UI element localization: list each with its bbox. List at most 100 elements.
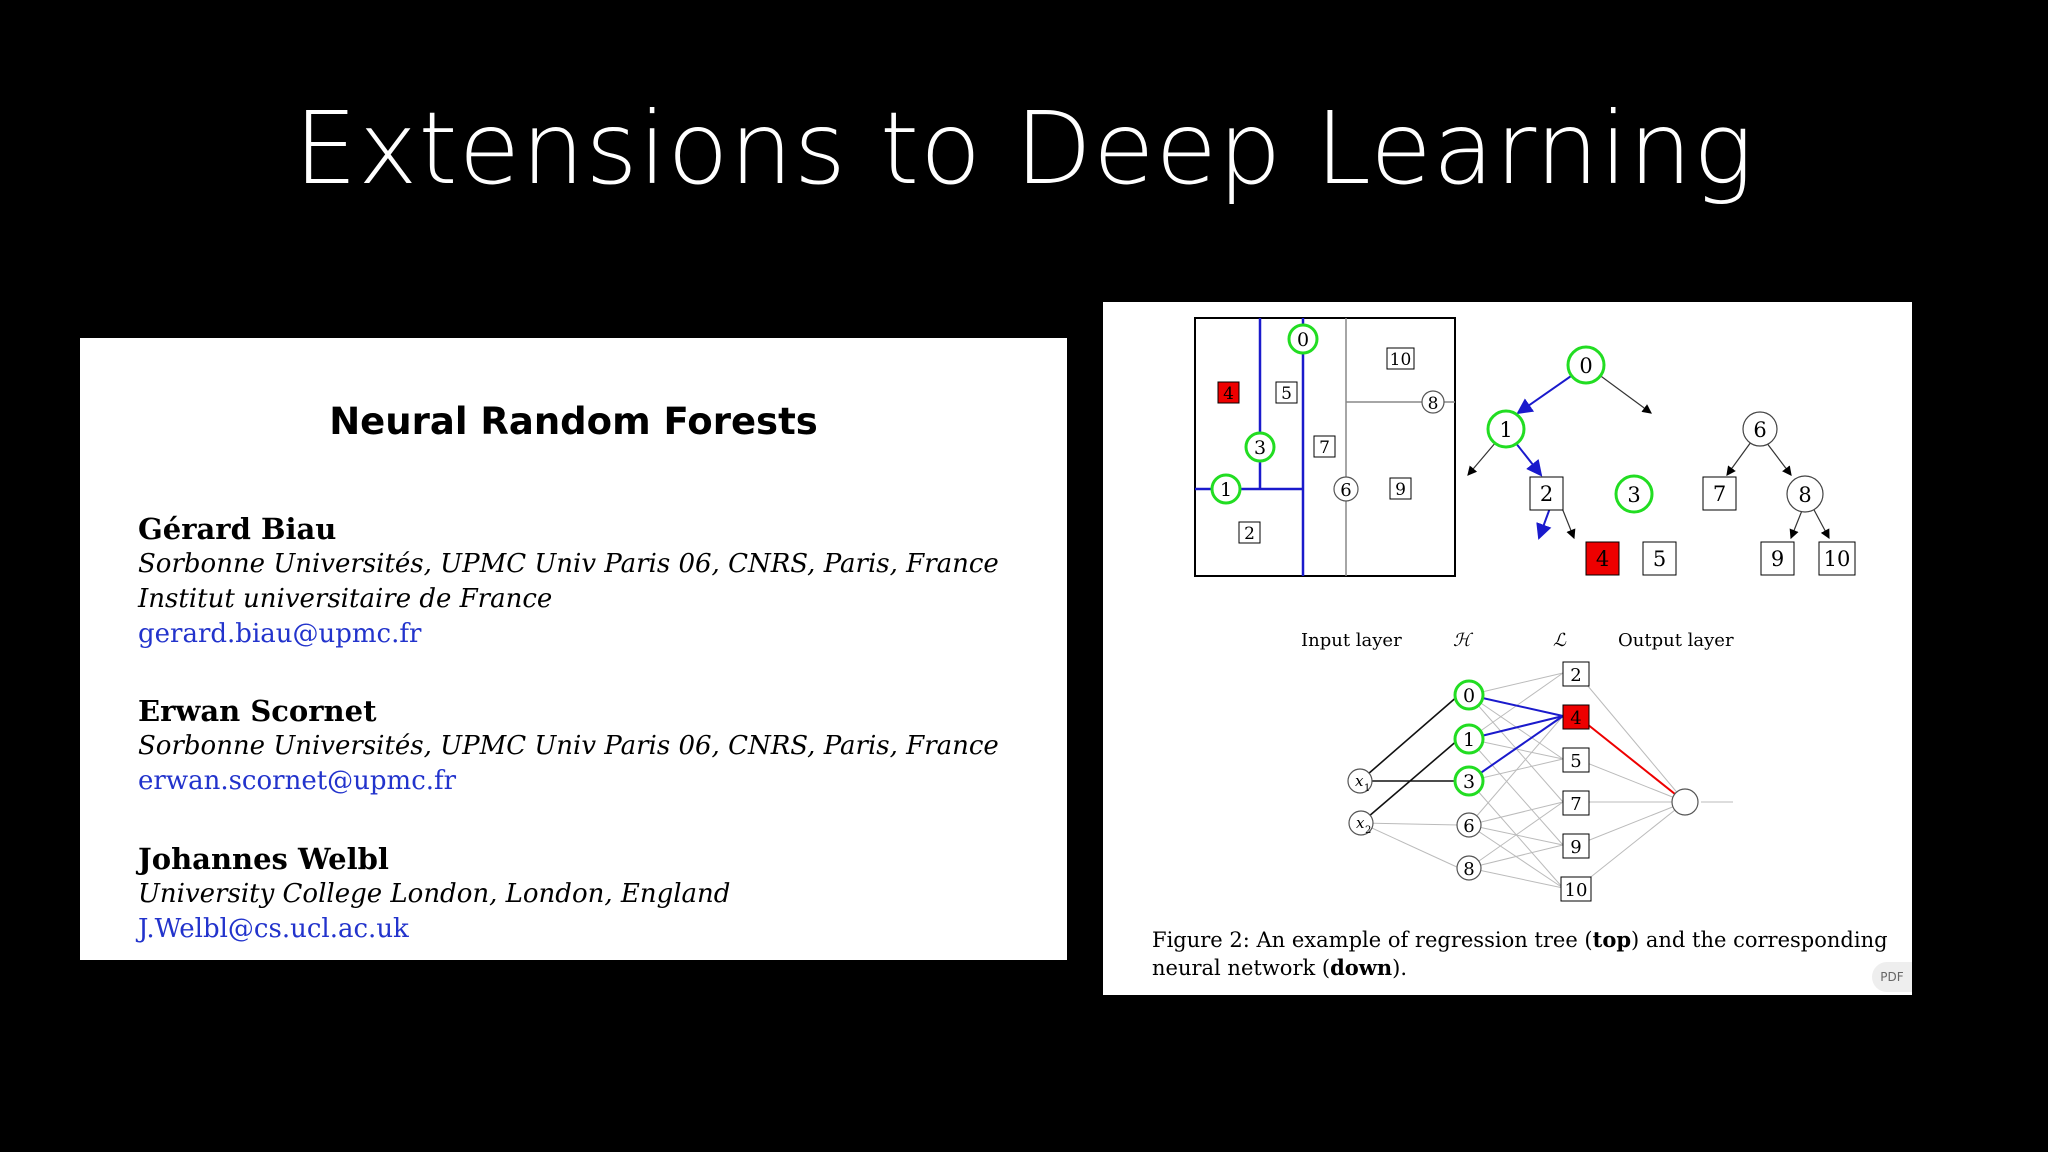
svg-text:1: 1 <box>1364 783 1370 794</box>
svg-text:7: 7 <box>1713 482 1726 506</box>
svg-text:9: 9 <box>1771 547 1784 571</box>
author-block: Gérard Biau Sorbonne Universités, UPMC U… <box>138 512 999 652</box>
author-affiliation: Sorbonne Universités, UPMC Univ Paris 06… <box>138 731 999 761</box>
h-layer-label: ℋ <box>1453 630 1474 651</box>
partition-leaf: 4 <box>1217 381 1240 404</box>
partition-node: 1 <box>1210 473 1242 505</box>
svg-text:7: 7 <box>1570 794 1581 815</box>
tree-node: 1 <box>1486 409 1526 449</box>
leaf-node: 7 <box>1562 790 1590 816</box>
svg-text:3: 3 <box>1627 483 1640 507</box>
network-diagram: Input layer ℋ ℒ Output layer <box>1301 630 1734 902</box>
partition-leaf: 10 <box>1386 347 1415 370</box>
tree-leaf: 7 <box>1702 476 1737 511</box>
partition-leaf: 2 <box>1238 521 1261 544</box>
author-email[interactable]: gerard.biau@upmc.fr <box>138 619 422 649</box>
hidden-node: 0 <box>1453 679 1485 711</box>
tree-node: 8 <box>1786 475 1824 513</box>
leaf-node: 5 <box>1562 747 1590 773</box>
svg-text:8: 8 <box>1798 483 1811 507</box>
tree-visible-nodes: 2 3 7 8 4 5 9 10 <box>1529 474 1856 576</box>
partition-diagram: 0 4 5 3 7 1 6 9 2 10 8 <box>1194 317 1456 577</box>
paper-header-panel: Neural Random Forests Gérard Biau Sorbon… <box>80 338 1067 960</box>
tree-leaf: 9 <box>1760 541 1795 576</box>
svg-text:2: 2 <box>1540 482 1553 506</box>
tree-leaf: 2 <box>1529 476 1564 511</box>
partition-node: 6 <box>1333 476 1359 502</box>
svg-text:3: 3 <box>1463 771 1475 793</box>
svg-text:3: 3 <box>1254 437 1266 459</box>
leaf-node: 4 <box>1562 704 1590 730</box>
slide-title: Extensions to Deep Learning <box>294 90 1754 207</box>
svg-text:4: 4 <box>1596 547 1609 571</box>
author-name: Erwan Scornet <box>138 694 377 728</box>
author-email[interactable]: J.Welbl@cs.ucl.ac.uk <box>138 914 409 944</box>
author-affiliation: Institut universitaire de France <box>138 584 553 614</box>
svg-text:0: 0 <box>1579 354 1592 378</box>
tree-leaf: 5 <box>1642 541 1677 576</box>
tree-leaf: 4 <box>1585 541 1620 576</box>
svg-text:6: 6 <box>1753 418 1766 442</box>
svg-text:2: 2 <box>1570 665 1581 686</box>
svg-text:9: 9 <box>1395 480 1406 500</box>
svg-text:6: 6 <box>1463 816 1474 837</box>
l-layer-label: ℒ <box>1553 630 1567 651</box>
svg-text:10: 10 <box>1565 880 1588 901</box>
hidden-node: 3 <box>1453 765 1485 797</box>
regression-tree-figure: 0 4 5 3 7 1 6 9 2 10 8 0 1 6 <box>1194 317 1856 902</box>
partition-node: 3 <box>1244 431 1276 463</box>
svg-text:x: x <box>1355 772 1364 790</box>
partition-leaf: 5 <box>1275 381 1298 404</box>
author-block: Johannes Welbl University College London… <box>138 842 730 947</box>
svg-text:6: 6 <box>1340 480 1351 501</box>
hidden-node: 1 <box>1453 723 1485 755</box>
author-block: Erwan Scornet Sorbonne Universités, UPMC… <box>138 694 999 799</box>
output-layer-label: Output layer <box>1618 630 1734 651</box>
svg-text:1: 1 <box>1220 479 1232 501</box>
author-affiliation: University College London, London, Engla… <box>138 879 731 909</box>
figure-caption: Figure 2: An example of regression tree … <box>1152 927 1888 980</box>
partition-node: 8 <box>1421 390 1445 414</box>
svg-text:0: 0 <box>1297 329 1309 351</box>
input-layer-label: Input layer <box>1301 630 1402 651</box>
tree-node: 0 <box>1566 345 1606 385</box>
svg-text:5: 5 <box>1653 547 1666 571</box>
partition-leaf: 9 <box>1389 477 1412 500</box>
leaf-node: 10 <box>1560 876 1592 902</box>
author-email[interactable]: erwan.scornet@upmc.fr <box>138 766 457 796</box>
svg-text:2: 2 <box>1244 524 1255 544</box>
figure-panel: 0 4 5 3 7 1 6 9 2 10 8 0 1 6 <box>1103 302 1912 995</box>
svg-text:5: 5 <box>1281 384 1292 404</box>
tree-node: 6 <box>1742 411 1778 447</box>
svg-text:0: 0 <box>1463 685 1475 707</box>
svg-text:x: x <box>1356 814 1365 832</box>
svg-text:4: 4 <box>1223 384 1234 404</box>
pdf-badge[interactable]: PDF <box>1872 962 1912 992</box>
leaf-node: 9 <box>1562 833 1590 859</box>
tree-node: 3 <box>1614 474 1654 514</box>
svg-text:2: 2 <box>1365 825 1371 836</box>
tree-leaf: 10 <box>1818 541 1856 576</box>
partition-leaf: 7 <box>1313 435 1336 458</box>
hidden-node: 6 <box>1456 812 1482 838</box>
leaf-node: 2 <box>1562 661 1590 687</box>
svg-text:7: 7 <box>1319 438 1330 458</box>
svg-text:8: 8 <box>1463 859 1474 880</box>
svg-text:10: 10 <box>1390 350 1412 370</box>
author-affiliation: Sorbonne Universités, UPMC Univ Paris 06… <box>138 549 999 579</box>
svg-text:8: 8 <box>1428 394 1439 414</box>
svg-text:4: 4 <box>1570 708 1581 729</box>
author-name: Johannes Welbl <box>138 842 389 876</box>
author-name: Gérard Biau <box>138 512 337 546</box>
output-node <box>1671 788 1699 816</box>
partition-node: 0 <box>1287 323 1319 355</box>
svg-text:5: 5 <box>1570 751 1581 772</box>
svg-text:1: 1 <box>1499 418 1512 442</box>
svg-text:9: 9 <box>1570 837 1581 858</box>
tree-diagram: 0 1 6 <box>1467 345 1830 540</box>
svg-text:10: 10 <box>1824 547 1851 571</box>
hidden-node: 8 <box>1456 855 1482 881</box>
paper-title: Neural Random Forests <box>329 400 818 443</box>
